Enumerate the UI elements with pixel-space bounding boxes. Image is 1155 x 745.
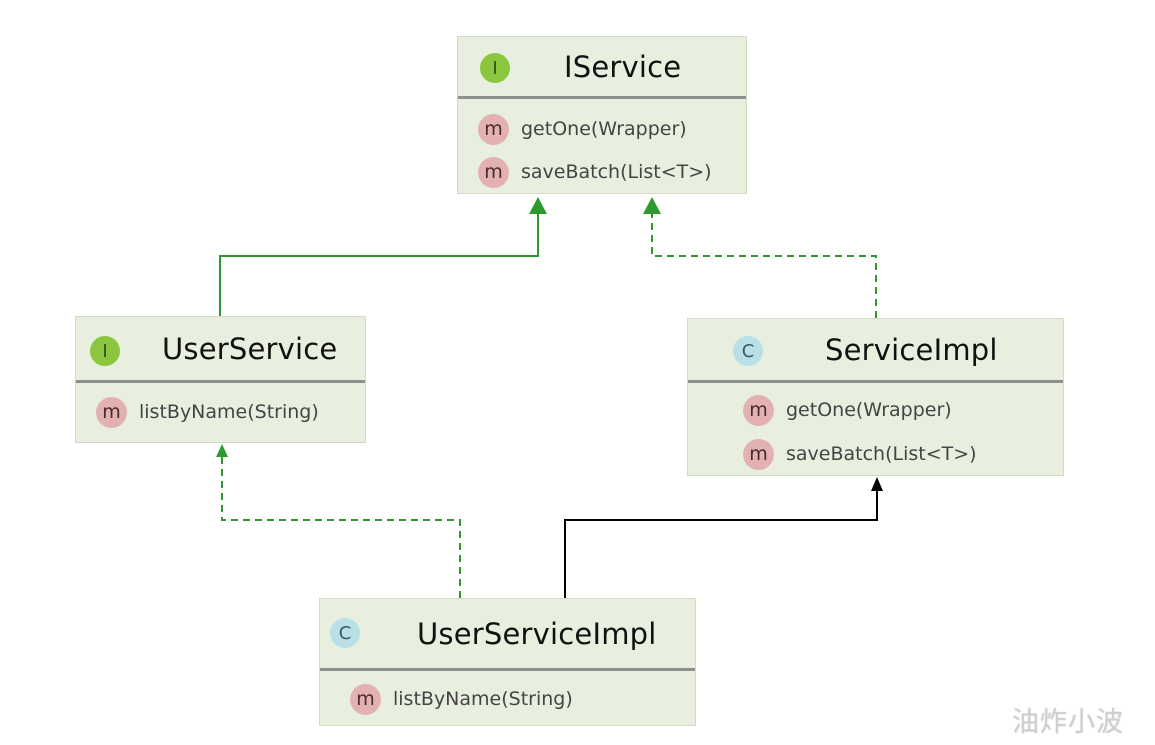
author-watermark: 油炸小波 <box>1012 707 1124 738</box>
method-signature: listByName(String) <box>139 401 319 423</box>
userservice-title: UserService <box>162 331 338 366</box>
iservice-interface-box[interactable]: I IService m getOne(Wrapper) m saveBatch… <box>457 36 747 194</box>
iservice-title: IService <box>564 49 682 84</box>
method-signature: saveBatch(List<T>) <box>786 443 977 465</box>
method-row: m getOne(Wrapper) <box>478 113 687 145</box>
arrowhead-serviceimpl-to-iservice <box>643 197 661 214</box>
userservice-interface-box[interactable]: I UserService m listByName(String) <box>75 316 366 443</box>
method-icon: m <box>350 683 381 715</box>
edge-userserviceimpl-to-serviceimpl <box>564 490 878 598</box>
method-row: m getOne(Wrapper) <box>743 394 952 426</box>
userserviceimpl-title: UserServiceImpl <box>417 616 657 651</box>
serviceimpl-members: m getOne(Wrapper) m saveBatch(List<T>) <box>688 383 1063 474</box>
serviceimpl-header: C ServiceImpl <box>688 319 1063 383</box>
userservice-header: I UserService <box>76 317 365 383</box>
userservice-members: m listByName(String) <box>76 383 365 441</box>
iservice-header: I IService <box>458 37 746 99</box>
edge-serviceimpl-to-iservice <box>651 213 877 318</box>
serviceimpl-class-box[interactable]: C ServiceImpl m getOne(Wrapper) m saveBa… <box>687 318 1064 476</box>
method-icon: m <box>96 396 127 428</box>
arrowhead-userservice-to-iservice <box>529 197 547 214</box>
interface-icon: I <box>480 53 510 83</box>
interface-icon: I <box>90 336 120 366</box>
method-signature: getOne(Wrapper) <box>786 399 952 421</box>
edge-userservice-to-iservice <box>219 213 539 317</box>
class-icon: C <box>733 336 763 366</box>
method-icon: m <box>478 156 509 188</box>
edge-userserviceimpl-to-userservice <box>221 456 461 598</box>
method-signature: saveBatch(List<T>) <box>521 161 712 183</box>
arrowhead-userserviceimpl-to-serviceimpl <box>871 477 883 491</box>
arrowhead-userserviceimpl-to-userservice <box>216 444 228 457</box>
method-row: m saveBatch(List<T>) <box>478 156 712 188</box>
serviceimpl-title: ServiceImpl <box>825 332 998 367</box>
userserviceimpl-members: m listByName(String) <box>320 671 695 724</box>
iservice-members: m getOne(Wrapper) m saveBatch(List<T>) <box>458 99 746 192</box>
method-signature: getOne(Wrapper) <box>521 118 687 140</box>
class-icon: C <box>330 618 360 648</box>
method-icon: m <box>743 394 774 426</box>
userserviceimpl-header: C UserServiceImpl <box>320 599 695 671</box>
userserviceimpl-class-box[interactable]: C UserServiceImpl m listByName(String) <box>319 598 696 726</box>
method-row: m saveBatch(List<T>) <box>743 438 977 470</box>
method-icon: m <box>743 438 774 470</box>
method-signature: listByName(String) <box>393 688 573 710</box>
method-row: m listByName(String) <box>350 683 573 715</box>
method-icon: m <box>478 113 509 145</box>
method-row: m listByName(String) <box>96 396 319 428</box>
